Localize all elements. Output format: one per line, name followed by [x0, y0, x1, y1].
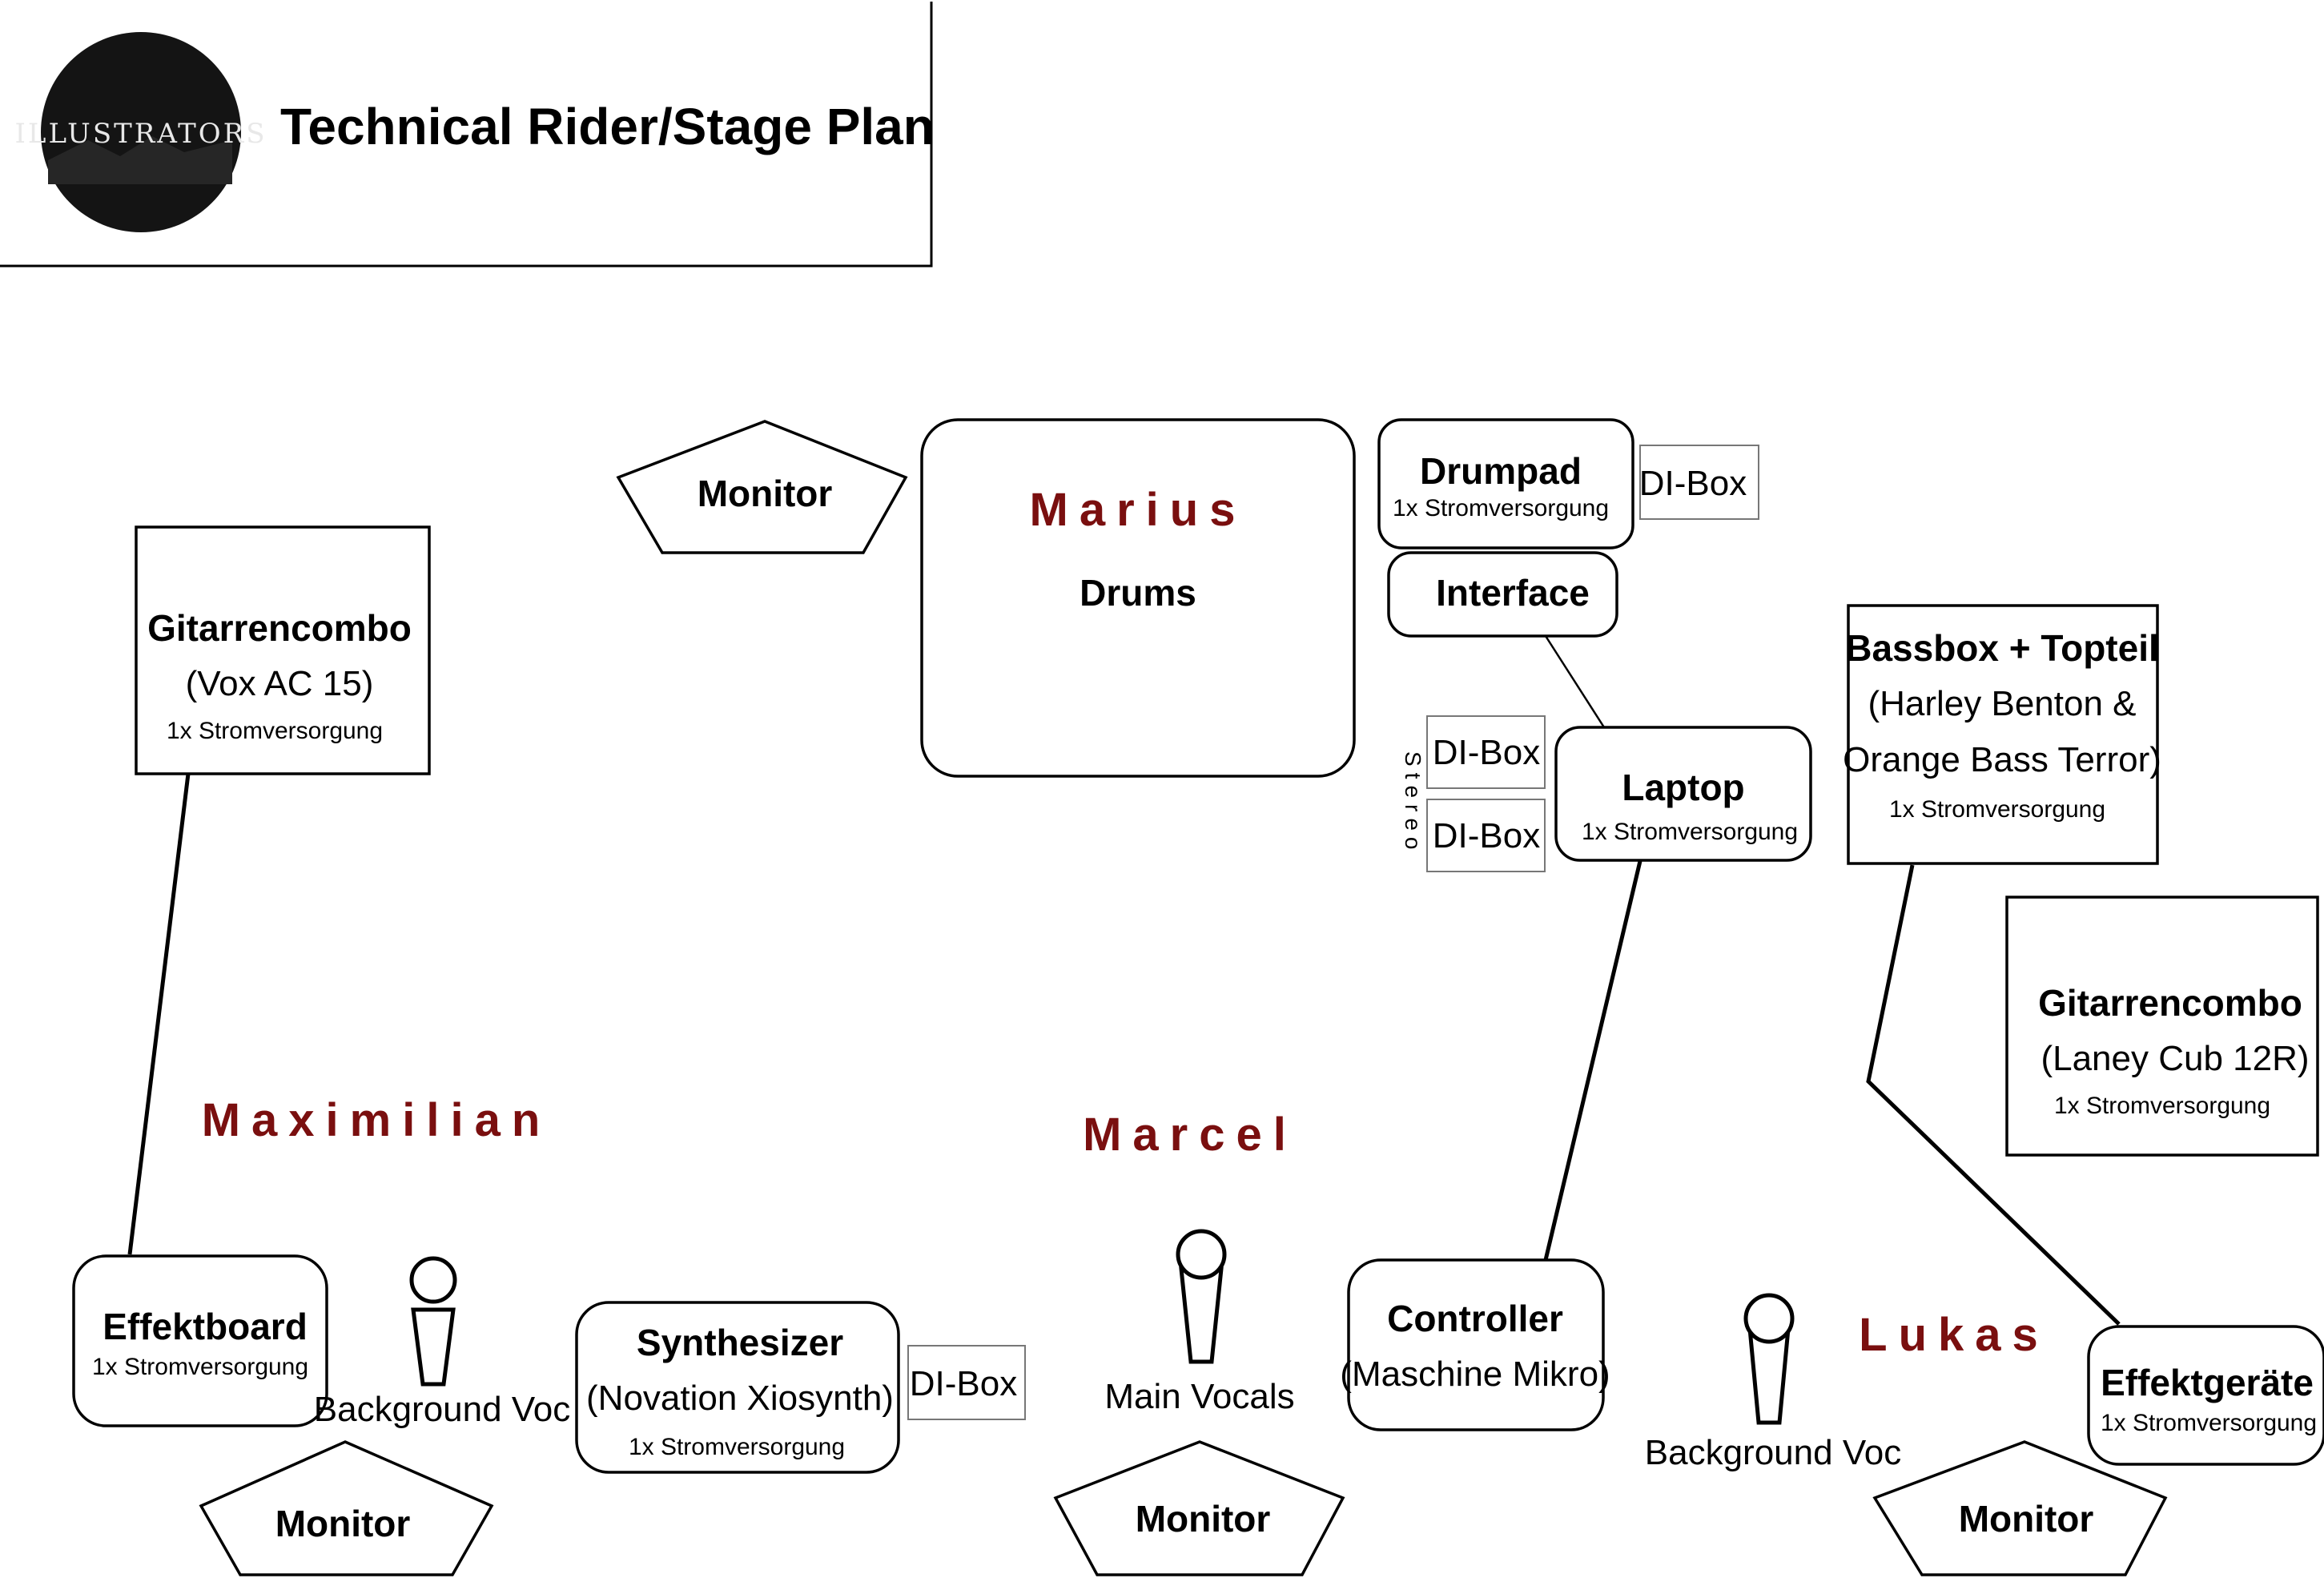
- mic-background-left: Background Voc: [314, 1256, 570, 1429]
- guitar-combo-right-label: Gitarrencombo: [2038, 982, 2302, 1024]
- bass-power: 1x Stromversorgung: [1889, 796, 2105, 823]
- drumpad-power: 1x Stromversorgung: [1393, 495, 1609, 521]
- cable-bass-effects: [1866, 864, 2121, 1326]
- guitar-combo-left: Gitarrencombo (Vox AC 15) 1x Stromversor…: [135, 525, 431, 775]
- bass-rig: Bassbox + Topteil (Harley Benton & Orang…: [1843, 604, 2161, 865]
- mic-background-left-label: Background Voc: [314, 1390, 570, 1429]
- monitor-right: Monitor: [1872, 1440, 2168, 1576]
- controller-box: Controller (Maschine Mikro): [1340, 1258, 1610, 1431]
- mic-main-label: Main Vocals: [1104, 1377, 1294, 1416]
- controller-model: (Maschine Mikro): [1340, 1355, 1610, 1394]
- stereo-di-1-label: DI-Box: [1433, 733, 1540, 772]
- member-lukas: Lukas: [1859, 1309, 2049, 1361]
- mic-background-right: Background Voc: [1645, 1293, 1901, 1472]
- mic-background-right-label: Background Voc: [1645, 1433, 1901, 1472]
- effektboard-label: Effektboard: [103, 1306, 308, 1347]
- synthesizer-model: (Novation Xiosynth): [586, 1379, 894, 1418]
- band-logo-text: ILLUSTRATORS: [14, 118, 267, 150]
- drummer-name: Marius: [1030, 484, 1247, 536]
- monitor-center-label: Monitor: [1136, 1498, 1271, 1540]
- laptop-power: 1x Stromversorgung: [1582, 819, 1798, 845]
- stereo-label: Stereo: [1401, 751, 1425, 856]
- interface-label: Interface: [1436, 572, 1590, 614]
- monitor-left: Monitor: [199, 1440, 494, 1576]
- cable-guitar-left: [127, 773, 191, 1255]
- effektboard-power: 1x Stromversorgung: [92, 1354, 308, 1380]
- effektgeraete-box: Effektgeräte 1x Stromversorgung: [2087, 1325, 2324, 1466]
- laptop-label: Laptop: [1622, 767, 1744, 808]
- drumpad-di-label: DI-Box: [1639, 464, 1747, 503]
- page-title: Technical Rider/Stage Plan: [280, 98, 935, 155]
- guitar-combo-right-power: 1x Stromversorgung: [2054, 1093, 2270, 1119]
- member-maximilian: Maximilian: [202, 1094, 552, 1146]
- guitar-combo-left-label: Gitarrencombo: [147, 607, 412, 649]
- drumpad-di-box: DI-Box: [1639, 445, 1759, 520]
- mic-left-icon: [411, 1307, 456, 1387]
- cables: [127, 635, 2121, 1326]
- synthesizer-label: Synthesizer: [637, 1322, 843, 1363]
- mic-main: Main Vocals: [1104, 1229, 1295, 1416]
- header: ILLUSTRATORS Technical Rider/Stage Plan: [0, 2, 935, 268]
- interface-box: Interface: [1387, 551, 1618, 638]
- stereo-di-2-label: DI-Box: [1433, 816, 1540, 855]
- effektgeraete-label: Effektgeräte: [2101, 1362, 2314, 1403]
- cable-laptop-controller: [1543, 860, 1642, 1261]
- header-frame: [0, 2, 933, 268]
- drumpad-box: Drumpad 1x Stromversorgung: [1377, 418, 1634, 549]
- cable-interface-laptop: [1544, 635, 1606, 728]
- bass-label: Bassbox + Topteil: [1845, 627, 2159, 669]
- bass-model-line2: Orange Bass Terror): [1843, 740, 2161, 779]
- laptop-box: Laptop 1x Stromversorgung: [1554, 726, 1812, 862]
- effektgeraete-power: 1x Stromversorgung: [2101, 1410, 2317, 1436]
- monitor-center: Monitor: [1053, 1440, 1345, 1576]
- controller-label: Controller: [1387, 1298, 1563, 1339]
- mic-main-icon: [1179, 1266, 1224, 1364]
- drums-label: Drums: [1080, 572, 1196, 614]
- synthesizer-box: Synthesizer (Novation Xiosynth) 1x Strom…: [575, 1301, 900, 1474]
- effektboard-box: Effektboard 1x Stromversorgung: [72, 1254, 328, 1427]
- guitar-combo-left-power: 1x Stromversorgung: [167, 718, 383, 744]
- drums-riser: Marius Drums: [920, 418, 1356, 778]
- drumpad-label: Drumpad: [1420, 450, 1582, 492]
- band-logo-mountains: [48, 136, 232, 184]
- synth-di-label: DI-Box: [910, 1364, 1017, 1403]
- stereo-di-boxes: DI-Box DI-Box Stereo: [1401, 715, 1546, 872]
- synthesizer-power: 1x Stromversorgung: [629, 1434, 845, 1460]
- monitor-drums: Monitor: [616, 420, 908, 554]
- monitor-left-label: Monitor: [275, 1503, 411, 1544]
- member-marcel: Marcel: [1083, 1109, 1297, 1161]
- monitor-drums-label: Monitor: [698, 473, 833, 514]
- monitor-right-label: Monitor: [1959, 1498, 2094, 1540]
- synth-di-box: DI-Box: [907, 1345, 1026, 1420]
- guitar-combo-right-model: (Laney Cub 12R): [2041, 1039, 2309, 1078]
- guitar-combo-left-model: (Vox AC 15): [186, 664, 374, 703]
- bass-model-line1: (Harley Benton &: [1868, 684, 2136, 723]
- guitar-combo-right: Gitarrencombo (Laney Cub 12R) 1x Stromve…: [2005, 896, 2319, 1157]
